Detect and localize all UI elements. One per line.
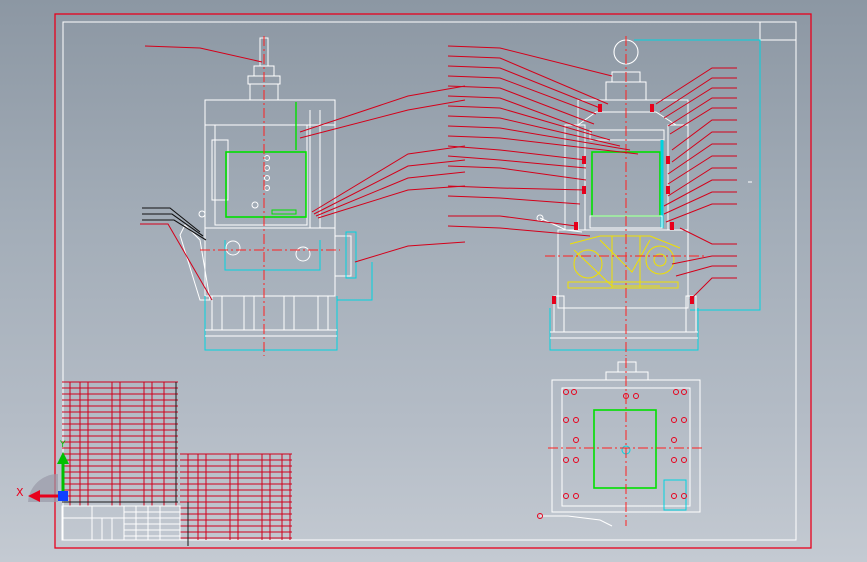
front-view[interactable]: [179, 36, 373, 356]
front-foot-bolts: [211, 295, 329, 331]
top-die-block: [593, 409, 657, 489]
front-view-black-leaders: [142, 207, 207, 241]
top-view-bolts: [563, 389, 687, 499]
side-view-leaders-right: [655, 67, 737, 301]
axis-x-label: X: [16, 486, 24, 499]
sheet-inner-frame: [62, 21, 797, 541]
parts-list-table-2: [180, 453, 292, 540]
front-view-leaders: [140, 45, 466, 301]
sheet-corner-tab: [759, 22, 796, 41]
parts-list-table-1: [62, 381, 178, 506]
axis-y-label: Y: [60, 440, 66, 450]
title-block: [61, 505, 181, 541]
side-base: [557, 229, 689, 309]
side-foot-bolts: [553, 295, 697, 333]
side-view[interactable]: [536, 36, 761, 356]
side-red-markers: [552, 104, 694, 304]
coordinate-triad-icon: [28, 452, 69, 502]
front-body: [204, 99, 336, 229]
side-view-leaders-left: [447, 45, 639, 237]
top-view[interactable]: [537, 358, 705, 527]
sheet-outer-border: [54, 13, 812, 549]
front-die-block: [225, 151, 307, 218]
side-yellow-mechanism: [567, 235, 681, 289]
front-cyan-frame: [224, 240, 321, 271]
side-cyan-outline: [634, 39, 761, 311]
